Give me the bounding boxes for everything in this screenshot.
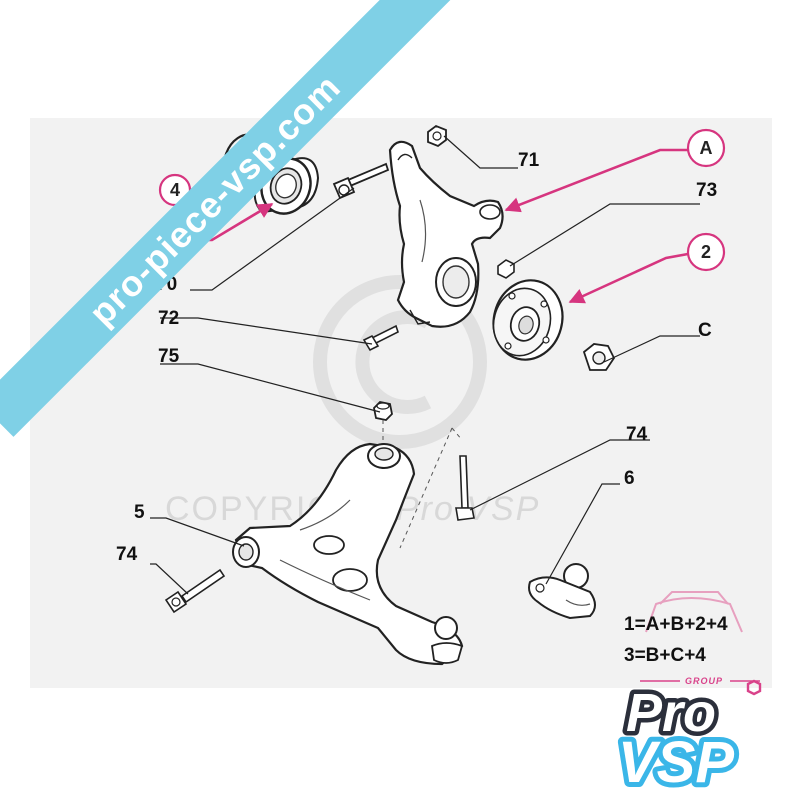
assembly-dashed-lines — [382, 420, 463, 549]
formula-line-1: 1=A+B+2+4 — [624, 614, 728, 635]
callout-4: 4 — [170, 180, 180, 200]
leader-lines — [150, 135, 700, 595]
label-71: 71 — [518, 150, 540, 171]
logo-pro-outline: Pro — [626, 683, 716, 743]
logo-vsp: VSP — [618, 730, 734, 795]
nut-75-part — [373, 401, 393, 421]
label-75: 75 — [158, 346, 180, 367]
callout-2: 2 — [701, 242, 711, 262]
bolt-74-right-part — [455, 455, 475, 521]
formula-line-2: 3=B+C+4 — [624, 645, 706, 666]
label-74-left: 74 — [116, 544, 138, 565]
label-c: C — [698, 320, 712, 341]
label-72: 72 — [158, 308, 179, 329]
provsp-logo: Pro Pro VSP VSP — [613, 679, 762, 800]
logo-car-icon — [645, 591, 743, 633]
logo-vsp-outline: VSP — [618, 730, 734, 795]
logo-group-text: GROUP — [685, 676, 724, 686]
bolt-72-part — [362, 324, 399, 352]
copyright-circle-watermark — [313, 275, 487, 449]
nut-71-part — [427, 124, 447, 148]
callout-a: A — [700, 138, 713, 158]
hub-nut-c-part — [582, 343, 616, 371]
wheel-hub-part — [492, 279, 564, 361]
label-74-right: 74 — [626, 424, 648, 445]
ball-joint-6-part — [528, 563, 596, 620]
bolt-73-part — [497, 259, 515, 279]
label-5: 5 — [134, 502, 145, 523]
steering-knuckle-part — [388, 140, 504, 328]
bolt-74-left-part — [164, 568, 226, 614]
logo-pro: Pro — [626, 683, 716, 743]
label-73: 73 — [696, 180, 717, 201]
lower-control-arm-part — [232, 442, 464, 666]
bolt-70-part — [332, 162, 390, 200]
label-6: 6 — [624, 468, 635, 489]
